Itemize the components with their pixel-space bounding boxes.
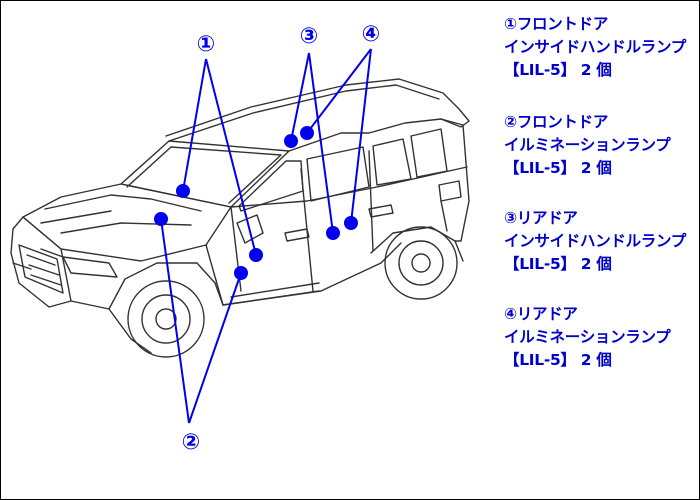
legend-spec: 【LIL-5】 2 個 (504, 255, 612, 273)
lamp-dots (154, 126, 358, 280)
legend-subtitle: インサイドハンドルランプ (504, 232, 686, 250)
leader-1a (182, 58, 207, 192)
leader-lines (160, 48, 372, 424)
leader-4b (350, 48, 372, 224)
lamp-dot (154, 212, 168, 226)
lamp-dot (234, 266, 248, 280)
legend-item-3: ③リアドア インサイドハンドルランプ 【LIL-5】 2 個 (504, 207, 699, 276)
marker-4: ④ (362, 22, 381, 47)
lamp-dot (176, 184, 190, 198)
legend-title: ④リアドア (504, 305, 578, 323)
leader-3a (290, 52, 310, 142)
leader-3b (308, 52, 334, 234)
legend-subtitle: イルミネーションランプ (504, 136, 671, 154)
marker-3: ③ (300, 24, 319, 49)
legend-title: ①フロントドア (504, 15, 609, 33)
legend-item-4: ④リアドア イルミネーションランプ 【LIL-5】 2 個 (504, 303, 699, 372)
marker-1: ① (197, 32, 216, 57)
legend-item-2: ②フロントドア イルミネーションランプ 【LIL-5】 2 個 (504, 111, 699, 180)
legend-title: ③リアドア (504, 209, 578, 227)
marker-2: ② (182, 430, 201, 455)
legend-spec: 【LIL-5】 2 個 (504, 351, 612, 369)
legend-spec: 【LIL-5】 2 個 (504, 159, 612, 177)
legend-subtitle: インサイドハンドルランプ (504, 38, 686, 56)
leader-1b (205, 58, 257, 256)
lamp-dot (300, 126, 314, 140)
suv-outline (10, 78, 470, 358)
legend-item-1: ①フロントドア インサイドハンドルランプ 【LIL-5】 2 個 (504, 13, 699, 82)
leader-4a (306, 48, 372, 134)
lamp-dot (344, 216, 358, 230)
lamp-dot (326, 226, 340, 240)
legend-title: ②フロントドア (504, 113, 609, 131)
leader-2a (160, 218, 190, 424)
leader-2b (188, 272, 242, 424)
legend-spec: 【LIL-5】 2 個 (504, 61, 612, 79)
legend-subtitle: イルミネーションランプ (504, 328, 671, 346)
lamp-dot (284, 134, 298, 148)
lamp-dot (249, 248, 263, 262)
